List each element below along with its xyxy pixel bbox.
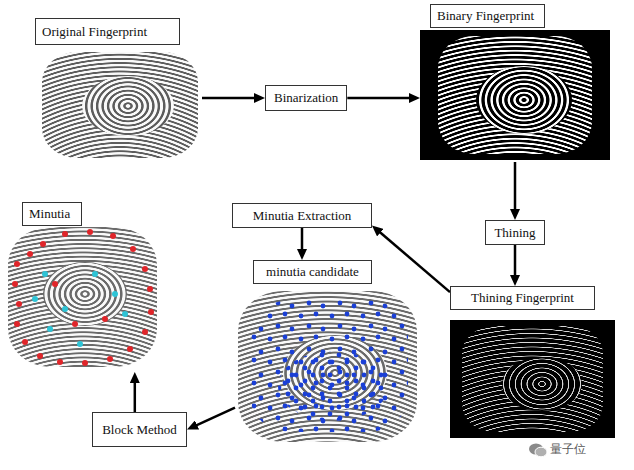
box-label: Block Method [102,422,177,438]
flow-arrow [514,245,517,277]
flow-arrow [514,162,517,211]
ridge-core [502,357,582,411]
image-ground [450,320,615,438]
fingerprint-image [40,50,200,160]
panel-label: Original Fingerprint [35,18,180,45]
minutia-fingerprint-image [5,224,160,370]
minutia-dots-cyan [32,271,128,347]
image-panel: Original Fingerprint [35,18,202,163]
ridge-area [8,227,157,367]
candidate-dots [250,300,408,432]
binary-fingerprint-image [420,30,610,160]
chat-bubble [535,447,547,457]
image-panel: Thining Fingerprint [450,286,617,438]
image-panel: Binary Fingerprint [420,4,612,162]
flow-arrow [379,231,450,292]
process-box: Thining [485,220,545,245]
panel-label: minutia candidate [253,260,372,284]
ridge-core [82,76,174,136]
process-box: Minutia Extraction [232,203,372,228]
process-box: Block Method [92,412,187,447]
process-box: Binarization [265,85,347,111]
ridge-core [476,66,572,134]
ridge-area [462,326,603,432]
box-label: Thining [494,225,535,241]
ridge-area [438,36,592,154]
box-label: Minutia Extraction [253,208,352,224]
box-label: Binarization [274,90,338,106]
thinned-fingerprint-image [450,320,615,438]
wechat-icon [528,442,548,458]
flow-arrow [134,381,137,412]
candidate-fingerprint-image [235,288,420,445]
minutia-dots-red [12,229,154,366]
ridge-area [238,291,417,442]
flow-arrow [202,97,256,100]
candidate-dots [278,351,388,421]
panel-label: Binary Fingerprint [430,4,545,28]
image-panel: Minutia [5,202,162,372]
flow-arrow [195,408,235,426]
image-ground [420,30,610,160]
ridge-area [42,52,198,158]
panel-label: Thining Fingerprint [450,286,595,310]
image-panel: minutia candidate [235,260,422,447]
watermark: 量子位 [550,441,586,458]
flow-arrow [301,228,304,251]
ridge-core [43,262,127,326]
flow-arrow [347,97,411,100]
panel-label: Minutia [22,202,82,226]
